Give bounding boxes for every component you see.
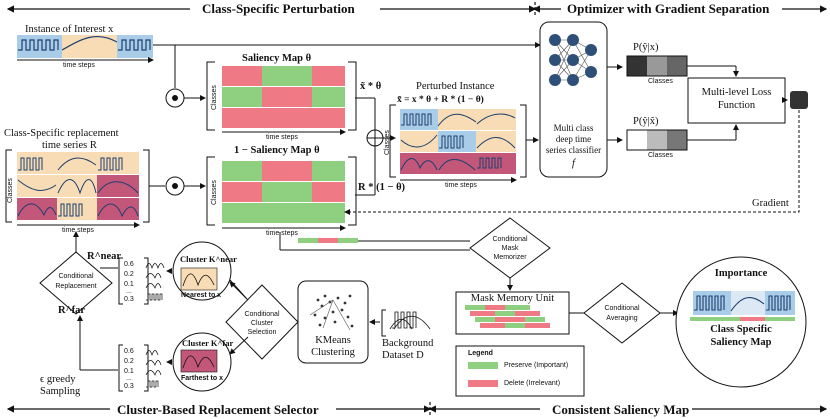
far-score-5: 0.3 [124,383,134,390]
replacement-title-2: time series R [42,140,97,151]
memory-unit-title: Mask Memory Unit [470,293,555,304]
legend-title: Legend [468,350,493,357]
r-near-label: R^near [87,251,122,262]
background-line-1: Background [382,338,434,349]
class-specific-line-2: Saliency Map [710,337,772,348]
memorizer-line-1: Conditional [492,236,528,243]
cluster-near [172,241,232,301]
loss-box [344,65,808,215]
eps-line-1: ϵ greedy [40,374,76,385]
loss-line-2: Function [717,100,756,111]
section-title-optimizer: Optimizer with Gradient Separation [567,1,770,16]
cond-replacement-line-2: Replacement [55,283,97,290]
farthest-label: Farthest to x [181,375,224,382]
r-far-label: R^far [58,305,86,316]
gradient-label: Gradient [752,198,789,209]
score-list-near [118,257,172,305]
replacement-series [5,149,165,228]
r-theta-label: R * (1 − θ) [358,182,406,193]
time-steps-label: time steps [266,134,298,141]
classifier-box [539,21,608,178]
legend [455,345,585,397]
cond-cluster-line-3: Selection [247,329,277,336]
mask-strip [279,232,470,251]
averaging-line-2: Averaging [606,315,638,322]
kmeans-line-1: KMeans [315,335,351,346]
saliency-map-title: Saliency Map θ [242,53,312,64]
score-list-far [118,344,172,392]
section-title-perturbation: Class-Specific Perturbation [202,1,355,16]
far-score-4: ... [126,375,132,382]
classes-label: Classes [211,180,218,205]
averaging-line-1: Conditional [604,305,640,312]
near-score-5: 0.3 [124,296,134,303]
section-title-consistent: Consistent Saliency Map [552,402,690,417]
memorizer-line-2: Mask [501,245,519,252]
plus-node [355,97,396,196]
kmeans-line-2: Clustering [311,347,355,358]
nearest-label: Nearest to x [181,292,222,299]
p-y-xt-label: P(ŷ|x̃) [633,116,659,127]
averaging-diamond [583,282,661,344]
cond-replacement-line-1: Conditional [58,273,94,280]
time-steps-label: time steps [62,227,94,234]
cluster-near-label: Cluster K^near [180,254,237,264]
cond-cluster-line-2: Cluster [250,320,274,327]
inverse-saliency-map [206,156,357,231]
background-dataset [369,309,431,337]
cluster-far [172,332,232,392]
memorizer-line-3: Memorizer [493,254,527,261]
perturbed-instance [389,104,539,183]
classifier-line-2: deep time [555,134,592,144]
kmeans-box [297,280,369,364]
classes-label: Classes [648,152,673,159]
instance-of-interest [17,35,154,63]
cluster-far-label: Cluster K^far [182,338,234,348]
time-steps-label: time steps [445,182,477,189]
x-theta-label: x̃ * θ [360,81,382,92]
near-score-4: ... [126,288,132,295]
cond-replacement [39,231,118,371]
cluster-selection-links [229,279,249,355]
loss-line-1: Multi-level Loss [701,87,772,98]
memory-unit [455,291,585,335]
classifier-line-3: series classifier [545,145,602,155]
classes-label: Classes [211,85,218,110]
near-score-1: 0.6 [124,261,134,268]
section-arrows [6,2,828,416]
classifier-line-4: f [572,158,575,169]
perturbed-formula: x̃ = x * θ + R * (1 − θ) [397,95,484,105]
prob-bars [607,55,688,151]
eps-line-2: Sampling [40,386,81,397]
classes-label: Classes [7,178,14,203]
replacement-title-1: Class-Specific replacement [4,128,119,139]
inv-saliency-map-title: 1 − Saliency Map θ [234,145,320,156]
time-steps-label: time steps [63,62,95,69]
background-line-2: Dataset D [382,350,424,361]
section-title-selector: Cluster-Based Replacement Selector [117,402,319,417]
legend-delete: Delete (Irrelevant) [504,380,561,387]
class-specific-line-1: Class Specific [710,324,772,335]
instance-title: Instance of Interest x [25,24,114,35]
classes-label: Classes [384,130,391,155]
cond-cluster-line-1: Conditional [244,311,280,318]
instance-flow-lines [153,42,541,88]
importance-label: Importance [714,268,768,279]
near-score-3: 0.1 [124,281,134,288]
far-score-1: 0.6 [124,348,134,355]
time-steps-label: time steps [266,230,298,237]
far-score-2: 0.2 [124,358,134,365]
legend-preserve: Preserve (Important) [504,362,569,369]
classes-label: Classes [648,78,673,85]
saliency-map [206,61,357,135]
p-y-x-label: P(ŷ|x) [633,42,659,53]
near-score-2: 0.2 [124,271,134,278]
perturbed-title: Perturbed Instance [416,81,495,92]
consistent-map [675,256,807,388]
far-score-3: 0.1 [124,368,134,375]
classifier-line-1: Multi class [553,123,594,133]
